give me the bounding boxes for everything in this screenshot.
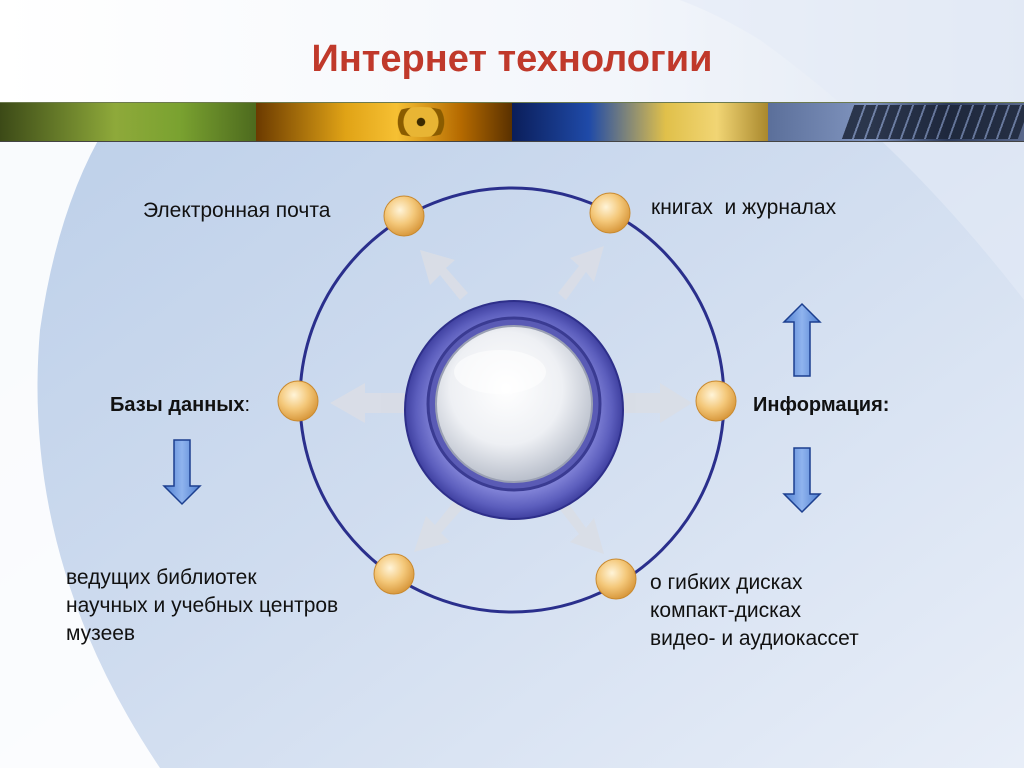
databases-label: Базы данных: — [110, 391, 250, 419]
libraries-line-2: научных и учебных центров — [66, 594, 339, 617]
libraries-text: ведущих библиотек научных и учебных цент… — [66, 564, 338, 648]
media-text: о гибких дисках компакт-дисках видео- и … — [650, 569, 859, 653]
libraries-line-1: ведущих библиотек — [66, 566, 257, 589]
email-label: Электронная почта — [143, 199, 331, 222]
radial-arrows — [330, 246, 692, 554]
arrow-down-right — [558, 500, 604, 554]
books-label: книгах и журналах — [651, 196, 837, 219]
arrow-down-left — [414, 500, 463, 552]
node-information — [695, 380, 737, 422]
information-label: Информация: — [753, 394, 890, 416]
arrow-left — [330, 383, 410, 423]
down-arrow-databases — [162, 439, 202, 506]
arrow-right — [624, 383, 692, 423]
databases-text: Базы данных — [110, 394, 245, 416]
down-arrow-information — [782, 447, 822, 514]
hard-disk-photo — [256, 103, 512, 141]
node-books — [589, 192, 631, 234]
libraries-line-3: музеев — [66, 622, 136, 645]
arrow-up-right — [558, 246, 604, 300]
media-line-3: видео- и аудиокассет — [650, 627, 859, 650]
laptop-photo — [0, 103, 256, 141]
arrow-up-left — [420, 250, 468, 300]
up-arrow-information — [782, 302, 822, 377]
databases-colon: : — [244, 394, 251, 416]
keyboard-photo — [768, 103, 1024, 141]
node-media — [595, 558, 637, 600]
slide-title: Интернет технологии — [311, 38, 713, 80]
node-libraries — [373, 553, 415, 595]
photo-strip — [0, 102, 1024, 142]
media-line-2: компакт-дисках — [650, 599, 801, 622]
media-line-1: о гибких дисках — [650, 571, 803, 594]
node-email — [383, 195, 425, 237]
pens-photo — [512, 103, 768, 141]
node-databases — [277, 380, 319, 422]
center-lens — [404, 300, 624, 520]
